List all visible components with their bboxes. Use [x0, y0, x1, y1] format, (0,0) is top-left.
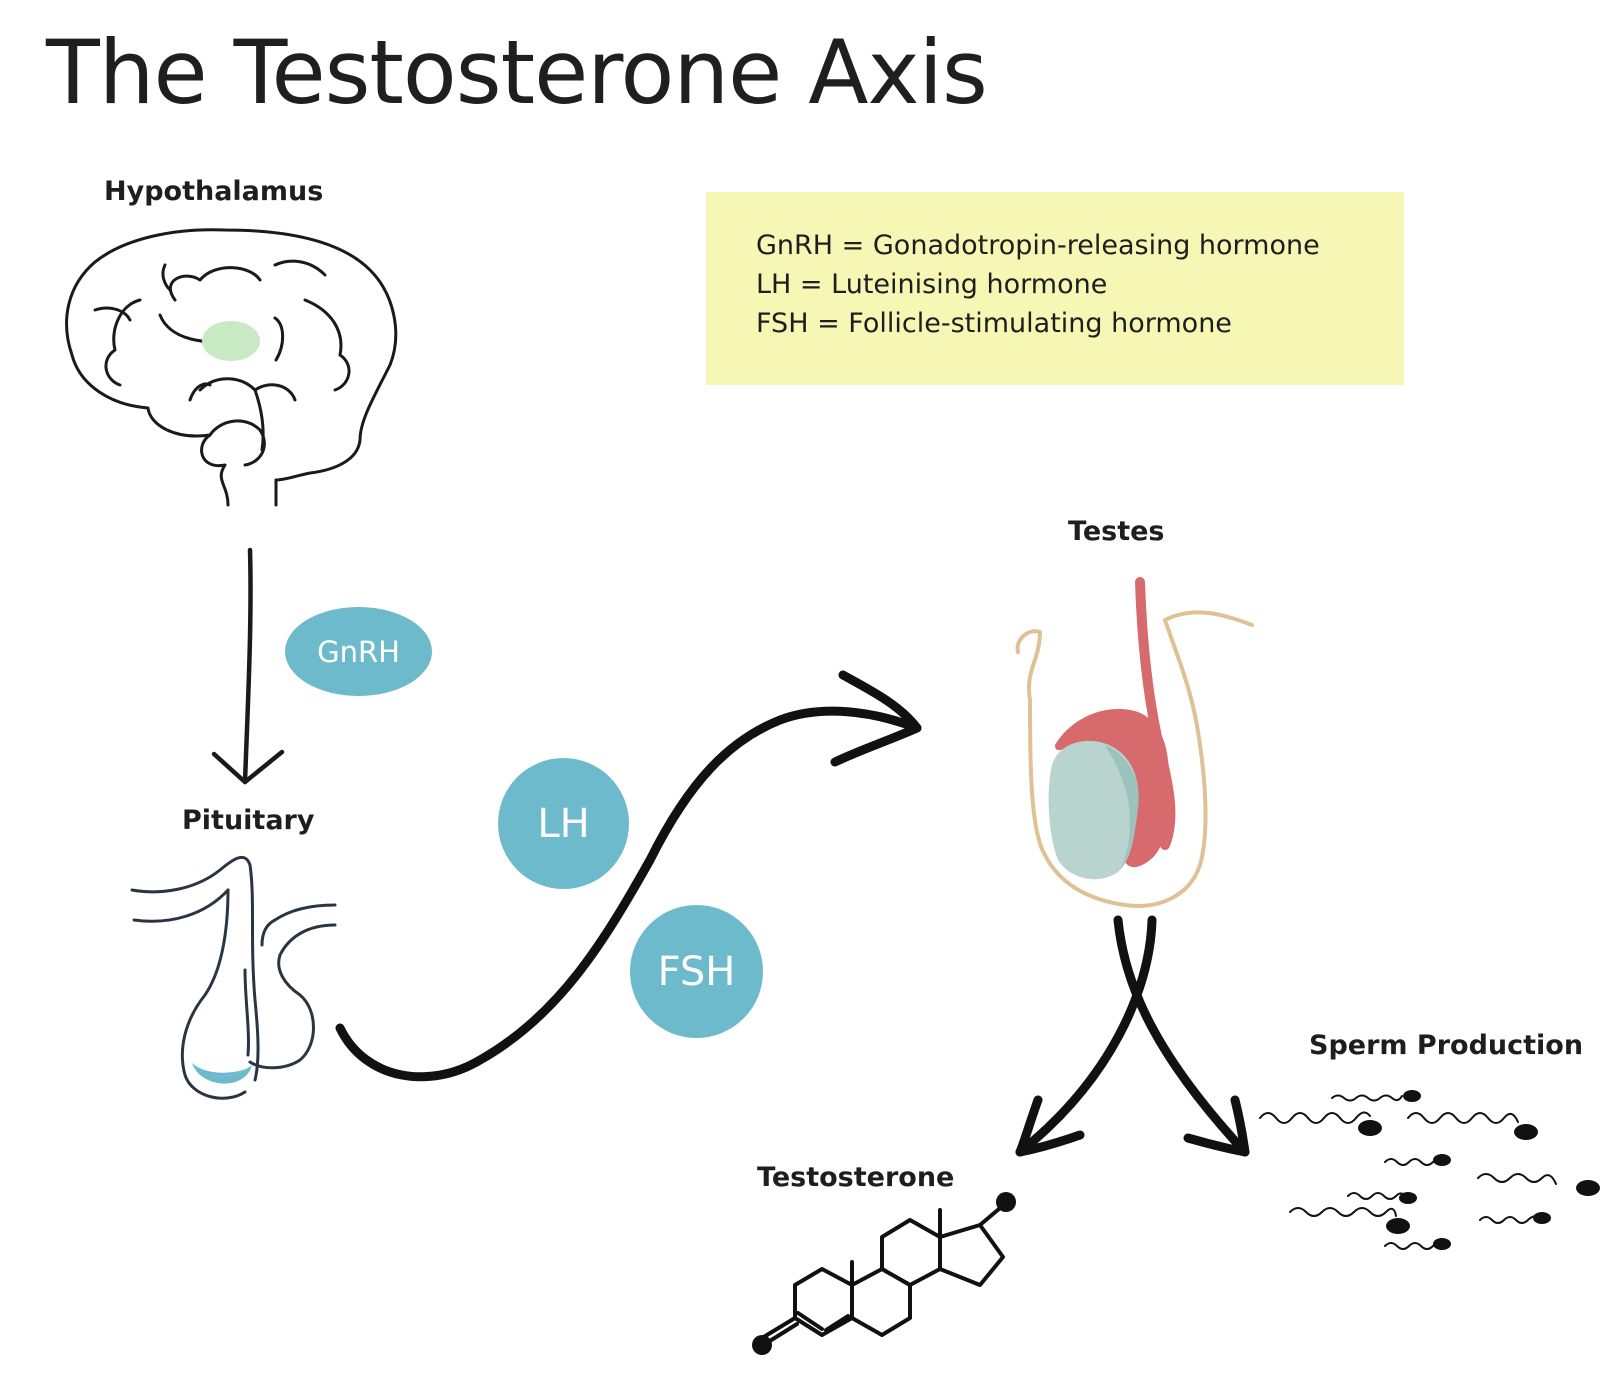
- legend-item-gnrh: GnRH = Gonadotropin-releasing hormone: [756, 230, 1320, 261]
- testes-label: Testes: [1068, 516, 1165, 547]
- testes-output-arrows: [1015, 915, 1250, 1157]
- gnrh-hormone-badge: GnRH: [285, 607, 432, 696]
- sperm-production-label: Sperm Production: [1309, 1030, 1584, 1061]
- testis-icon: [1015, 577, 1254, 908]
- testosterone-molecule-icon: [760, 1201, 1008, 1346]
- pituitary-icon: [130, 855, 337, 1100]
- hypothalamus-highlight: [202, 321, 260, 361]
- pituitary-label: Pituitary: [182, 805, 315, 836]
- gnrh-arrow: [211, 547, 285, 785]
- fsh-hormone-badge: FSH: [630, 905, 763, 1038]
- abbreviation-legend: GnRH = Gonadotropin-releasing hormone LH…: [706, 192, 1404, 385]
- fsh-badge-label: FSH: [657, 948, 736, 995]
- molecule-hydroxyl-atom: [996, 1192, 1016, 1212]
- legend-item-fsh: FSH = Follicle-stimulating hormone: [756, 308, 1232, 339]
- lh-badge-label: LH: [537, 800, 590, 847]
- legend-item-lh: LH = Luteinising hormone: [756, 269, 1108, 300]
- gnrh-badge-label: GnRH: [317, 634, 400, 669]
- lh-hormone-badge: LH: [498, 758, 629, 889]
- hypothalamus-label: Hypothalamus: [104, 176, 324, 207]
- sperm-heads: [1358, 1090, 1600, 1250]
- lh-fsh-arrow: [335, 670, 922, 1082]
- page-title: The Testosterone Axis: [46, 21, 988, 124]
- testosterone-label: Testosterone: [757, 1162, 955, 1193]
- brain-icon: [65, 228, 398, 507]
- molecule-oxygen-atom: [752, 1335, 772, 1355]
